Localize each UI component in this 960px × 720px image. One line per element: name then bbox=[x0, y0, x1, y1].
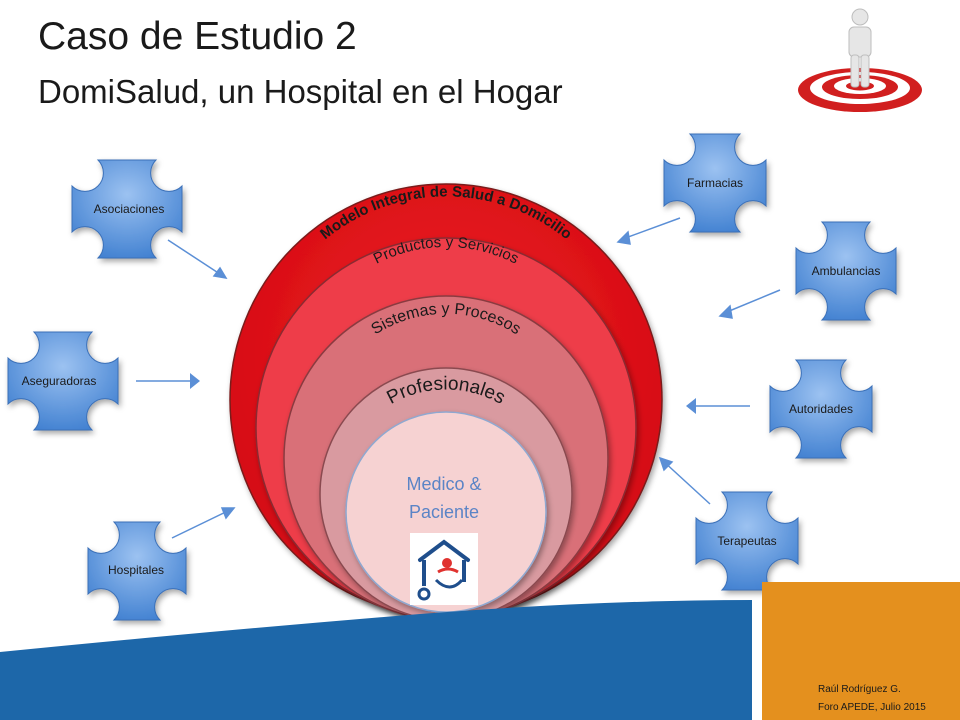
footer-event: Foro APEDE, Julio 2015 bbox=[818, 702, 926, 713]
node-farmacias: Farmacias bbox=[663, 133, 767, 233]
onion-rings: Modelo Integral de Salud a Domicilio Pro… bbox=[229, 183, 663, 621]
arrowhead-terapeutas bbox=[658, 456, 674, 472]
svg-text:Terapeutas: Terapeutas bbox=[717, 534, 776, 548]
home-care-logo bbox=[410, 533, 478, 605]
svg-text:Aseguradoras: Aseguradoras bbox=[22, 374, 97, 388]
arrows bbox=[136, 217, 781, 539]
arrowhead-autoridades bbox=[686, 398, 696, 414]
center-label-line1: Medico & bbox=[406, 474, 481, 494]
arrow-terapeutas bbox=[661, 459, 711, 505]
entity-nodes: Asociaciones Aseguradoras Hospitales Far… bbox=[7, 133, 897, 621]
footer-author: Raúl Rodríguez G. bbox=[818, 684, 901, 695]
center-circle bbox=[345, 411, 547, 613]
node-terapeutas: Terapeutas bbox=[695, 491, 799, 591]
footer-decoration bbox=[0, 582, 960, 720]
center-label-line2: Paciente bbox=[409, 502, 479, 522]
node-aseguradoras: Aseguradoras bbox=[7, 331, 119, 431]
target-person-icon bbox=[798, 8, 922, 112]
arrowhead-asociaciones bbox=[212, 266, 228, 280]
node-hospitales: Hospitales bbox=[87, 521, 187, 621]
arrow-farmacias bbox=[619, 217, 681, 241]
node-autoridades: Autoridades bbox=[769, 359, 873, 459]
svg-text:Hospitales: Hospitales bbox=[108, 563, 164, 577]
node-ambulancias: Ambulancias bbox=[795, 221, 897, 321]
svg-text:Autoridades: Autoridades bbox=[789, 402, 853, 416]
arrowhead-farmacias bbox=[616, 230, 631, 245]
arrow-ambulancias bbox=[721, 289, 781, 315]
node-asociaciones: Asociaciones bbox=[71, 159, 183, 259]
arrowhead-ambulancias bbox=[718, 304, 733, 319]
svg-text:Ambulancias: Ambulancias bbox=[812, 264, 881, 278]
svg-text:Farmacias: Farmacias bbox=[687, 176, 743, 190]
arrowhead-aseguradoras bbox=[190, 373, 200, 389]
arrowhead-hospitales bbox=[220, 507, 236, 520]
slide-subtitle: DomiSalud, un Hospital en el Hogar bbox=[38, 73, 563, 110]
svg-text:Asociaciones: Asociaciones bbox=[94, 202, 165, 216]
slide-title: Caso de Estudio 2 bbox=[38, 15, 357, 58]
